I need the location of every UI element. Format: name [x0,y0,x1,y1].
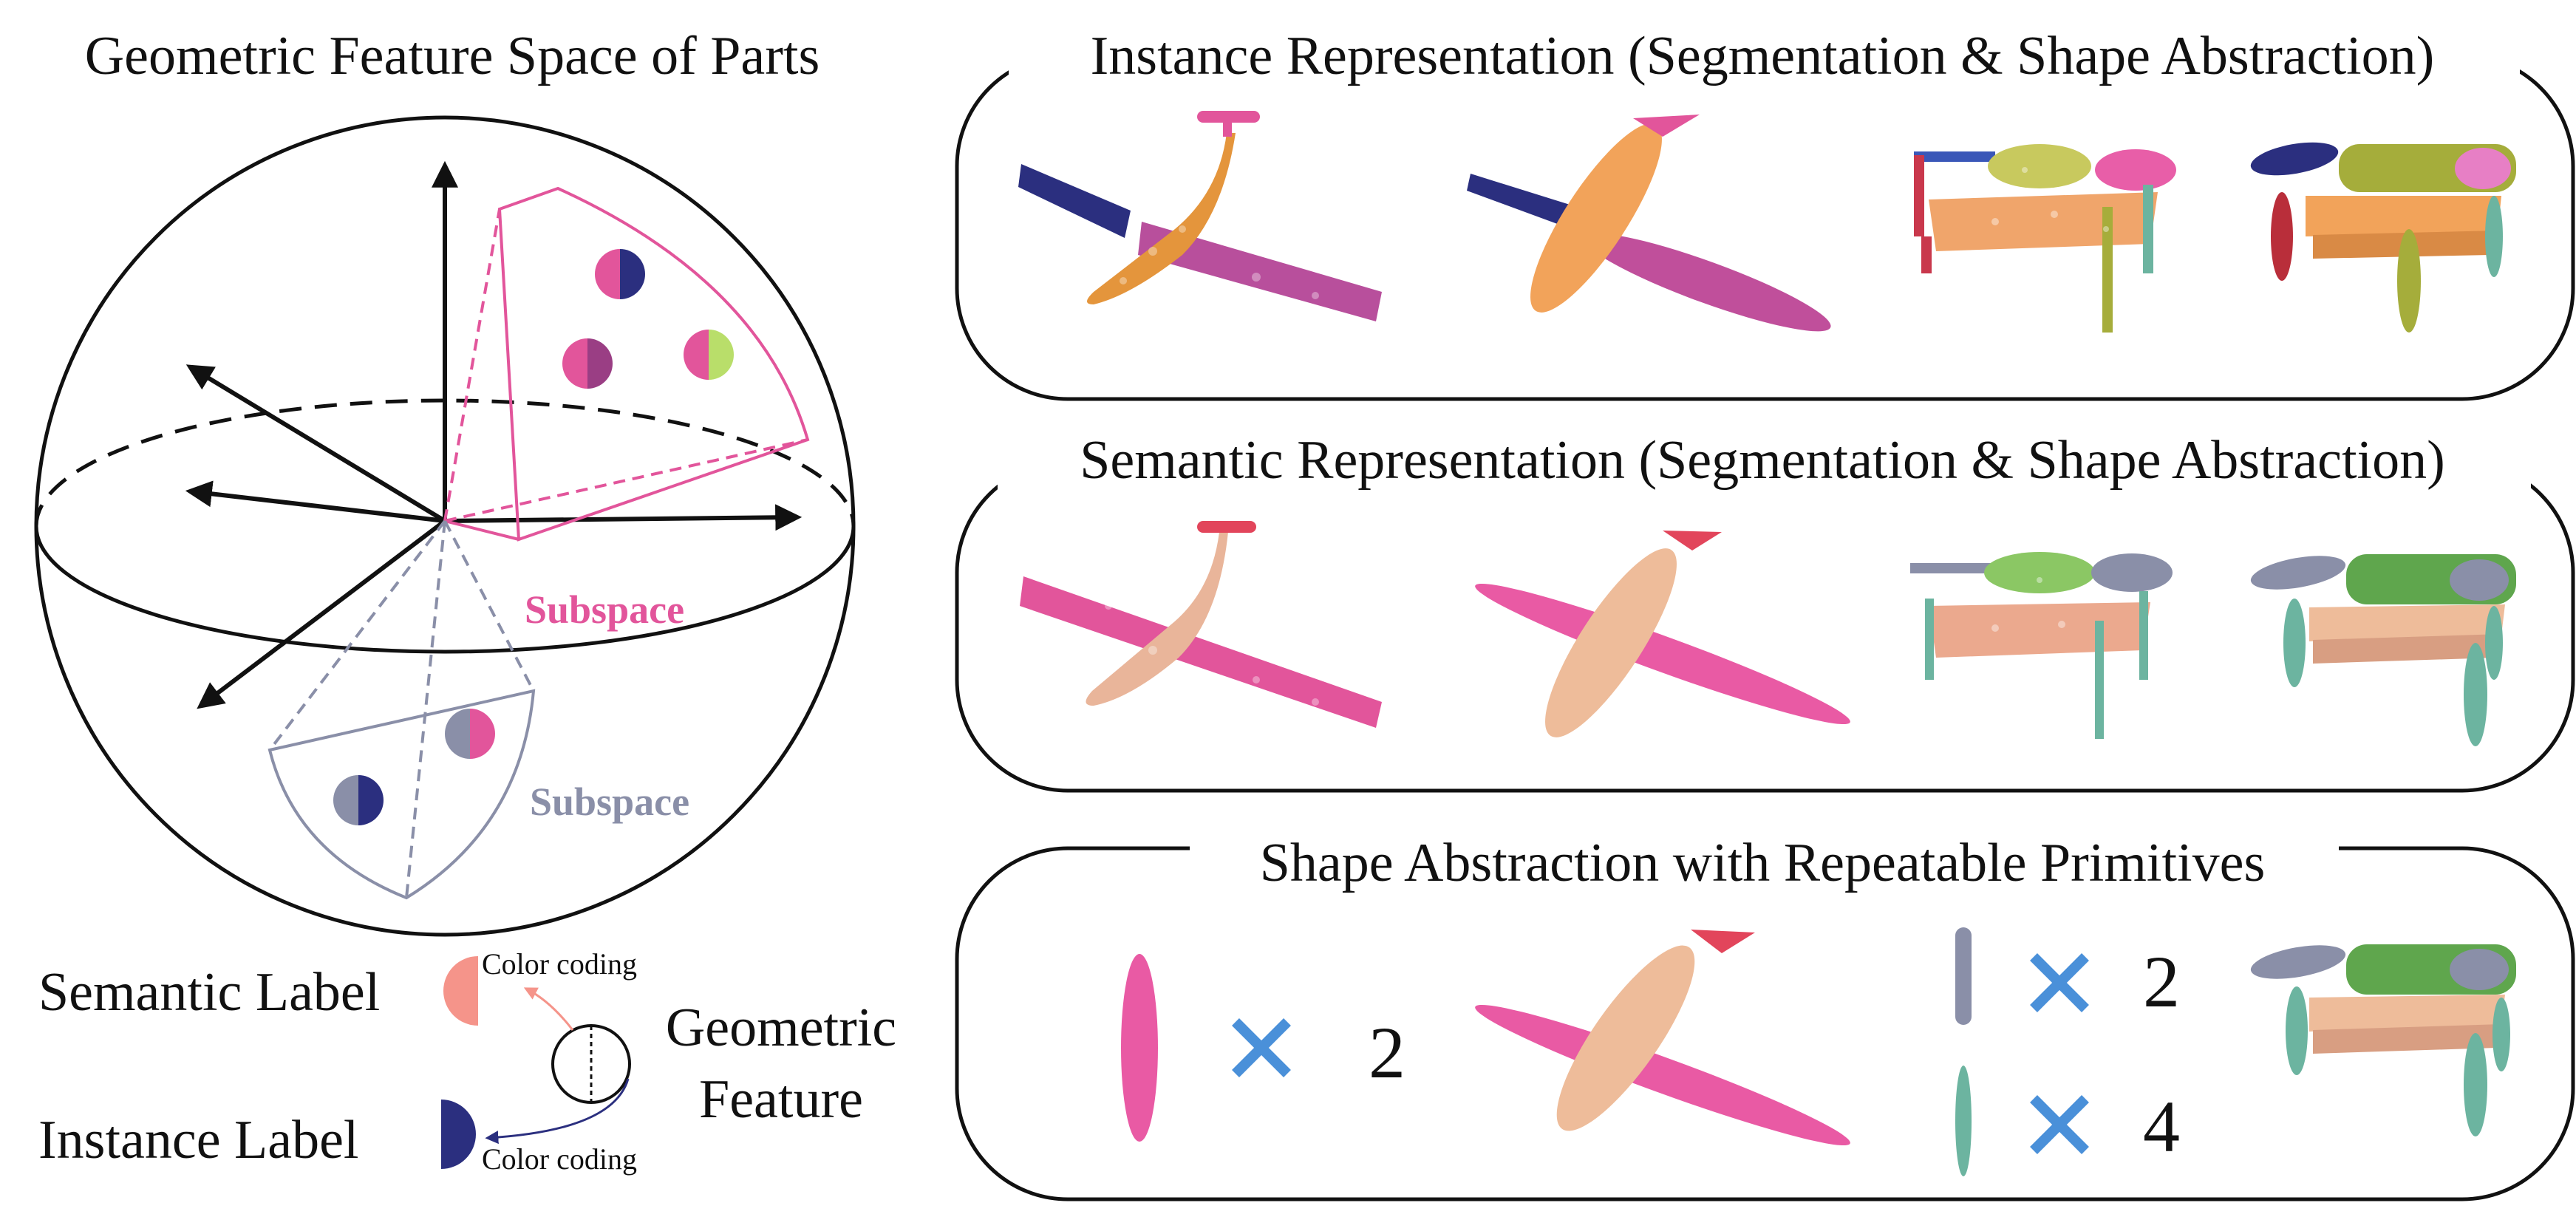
repeat-grey-primitive: 2 [1955,927,2180,1025]
feature-point-pink-magenta [562,338,613,389]
semantic-bench-primitives [2250,554,2516,746]
pink-primitive-shape [1121,954,1158,1142]
instance-airplane-primitives [1467,115,1831,332]
axis-arrow-left [185,480,446,523]
color-coding-bottom-text: Color coding [482,1142,637,1176]
feature-axes [185,160,803,709]
pink-subspace: Subspace [443,186,810,632]
left-panel: Geometric Feature Space of Parts Subspac… [34,26,896,1176]
axis-arrow-right [444,504,803,531]
axis-arrow-lower-left [197,519,446,709]
feature-point-pink-navy [595,249,645,299]
semantic-color-swatch [443,956,478,1026]
geometric-feature-line1: Geometric [666,998,896,1058]
repeat-pink-primitive: 2 [1121,954,1405,1142]
geometric-feature-line2: Feature [699,1069,863,1130]
instance-bench-pointcloud [1914,144,2176,333]
semantic-airplane-primitives [1475,531,1850,737]
semantic-bench-pointcloud [1910,552,2173,739]
grey-repeat-count: 2 [2143,941,2180,1023]
instance-bench-primitives [2250,142,2516,333]
pink-repeat-count: 2 [1369,1012,1405,1094]
instance-airplane-pointcloud [1018,111,1382,321]
semantic-airplane-pointcloud [1020,521,1382,728]
multiply-icon [2030,1095,2089,1154]
green-primitive-shape [1955,1066,1972,1176]
repeatable-panel-title: Shape Abstraction with Repeatable Primit… [1260,833,2266,893]
axis-arrow-upper-left [185,364,446,523]
grey-subspace: Subspace [268,519,689,900]
instance-panel-title: Instance Representation (Segmentation & … [1091,26,2435,86]
grey-subspace-label: Subspace [530,780,689,824]
semantic-coding-arrow [523,987,574,1031]
instance-panel: Instance Representation (Segmentation & … [955,22,2575,401]
instance-coding-arrow [485,1078,630,1145]
feature-points [333,249,734,825]
repeatable-bench-primitives [2250,944,2516,1136]
instance-label-text: Instance Label [38,1110,359,1170]
feature-point-pink-lime [684,330,734,380]
grey-primitive-shape [1955,927,1972,1025]
green-repeat-count: 4 [2143,1085,2180,1167]
repeatable-panel: Shape Abstraction with Repeatable Primit… [955,817,2575,1201]
feature-sphere [34,115,856,937]
feature-point-grey-pink [445,709,495,759]
multiply-icon [2030,953,2089,1012]
multiply-icon [1232,1018,1291,1077]
left-panel-title: Geometric Feature Space of Parts [85,26,820,86]
pink-subspace-label: Subspace [525,587,684,632]
instance-color-swatch [441,1100,476,1169]
semantic-panel-title: Semantic Representation (Segmentation & … [1080,430,2445,491]
feature-point-grey-navy [333,775,384,825]
semantic-panel: Semantic Representation (Segmentation & … [955,429,2575,793]
color-coding-top-text: Color coding [482,947,637,981]
repeat-green-primitive: 4 [1955,1066,2180,1176]
semantic-label-text: Semantic Label [38,962,380,1023]
legend: Semantic Label Instance Label Color codi… [38,947,896,1176]
repeatable-airplane-primitives [1475,930,1850,1146]
